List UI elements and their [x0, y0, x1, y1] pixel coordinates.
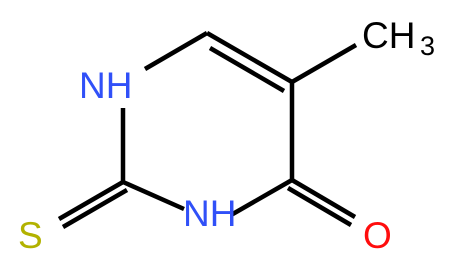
bond-layer — [57, 31, 358, 229]
bond-c4-n3 — [229, 178, 294, 217]
bond-c4-o-b — [286, 186, 353, 227]
bond-c5-ch3 — [290, 43, 358, 84]
bond-c6-c5-main — [205, 31, 294, 84]
bond-c2-s-a — [57, 180, 125, 221]
bond-c2-s-b — [61, 188, 129, 229]
group-label-ch3-subscript: 3 — [420, 31, 435, 61]
bond-c4-o-a — [290, 178, 357, 219]
group-label-ch3: CH — [362, 15, 415, 56]
atom-label-o: O — [363, 215, 392, 256]
bond-n3-c2 — [122, 179, 185, 212]
bond-n1-c6 — [143, 31, 209, 71]
atom-label-n3: NH — [183, 193, 236, 234]
bond-c6-c5-inner — [208, 46, 286, 93]
atom-label-s: S — [18, 215, 43, 256]
atom-label-n1: NH — [79, 65, 132, 106]
